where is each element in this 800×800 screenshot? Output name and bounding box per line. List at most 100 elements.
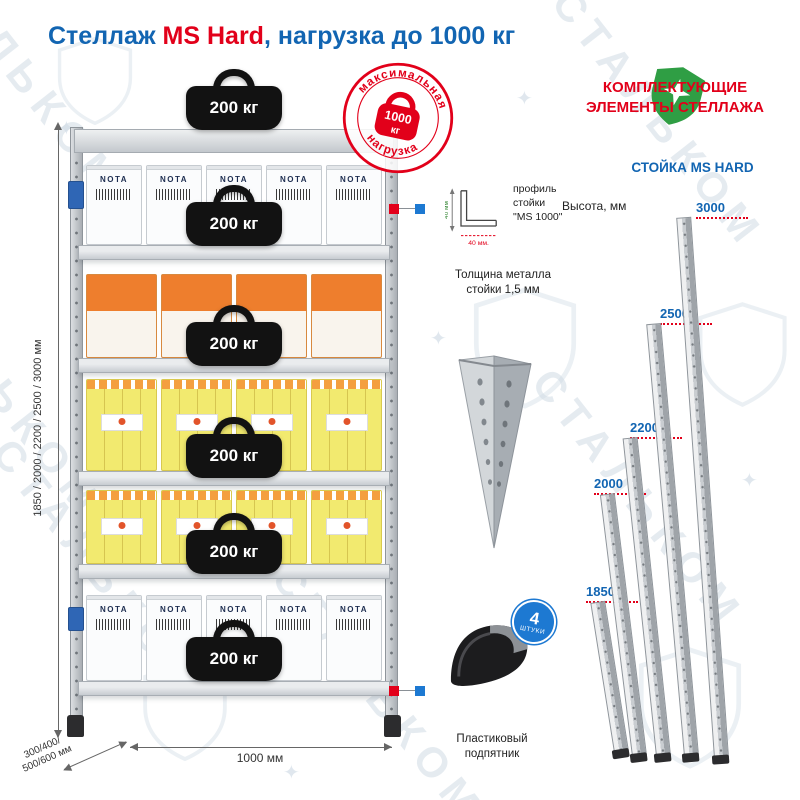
box-barcode: [95, 189, 133, 200]
rack-post-left: [70, 127, 83, 721]
profile-caption-line2: стойки: [513, 197, 546, 210]
paper-pack: [311, 490, 382, 564]
height-dimension-line: [58, 124, 59, 736]
stamp-kettlebell-body-icon: [374, 103, 420, 141]
box-brand-label: NOTA: [219, 175, 249, 184]
profile-caption: профиль стойки "MS 1000": [513, 182, 562, 225]
weight-badge: 200 кг: [186, 620, 282, 681]
box-brand-label: NOTA: [219, 605, 249, 614]
weight-badge-label: 200 кг: [186, 434, 282, 478]
marker-square-red: [389, 204, 399, 214]
box-brand-label: NOTA: [159, 605, 189, 614]
rack-foot: [384, 715, 401, 737]
paper-box: NOTA: [86, 595, 142, 681]
pack-label: [100, 414, 143, 432]
paper-box: NOTA: [326, 165, 382, 245]
pack-label: [250, 414, 293, 432]
quantity-unit: штуки: [519, 624, 546, 637]
pack-label: [100, 518, 143, 536]
post-height-label-3000: 3000: [696, 200, 748, 219]
components-heading-line2: ЭЛЕМЕНТЫ СТЕЛЛАЖА: [586, 98, 764, 116]
width-dimension-label: 1000 мм: [236, 751, 284, 765]
title-highlight: MS Hard: [162, 22, 264, 50]
max-load-stamp: максимальная нагрузка 1000 кг: [342, 57, 456, 174]
box-brand-label: NOTA: [339, 605, 369, 614]
rack-post-right: [385, 127, 398, 721]
kettlebell-handle-icon: [213, 185, 255, 205]
arrow-right-icon: [384, 743, 392, 751]
sparkle-icon: ✦: [516, 88, 533, 110]
profile-caption-line3: "MS 1000": [513, 211, 563, 224]
profile-dim-left: 40 мм: [445, 201, 450, 219]
orange-box: [86, 274, 157, 358]
box-barcode: [335, 619, 373, 630]
page-title: Стеллаж MS Hard, нагрузка до 1000 кг: [48, 22, 515, 51]
pack-stripe: [237, 491, 306, 500]
paper-pack: [311, 379, 382, 471]
paper-pack: [86, 490, 157, 564]
arrow-up-icon: [54, 122, 62, 130]
box-barcode: [155, 619, 193, 630]
weight-badge-label: 200 кг: [186, 637, 282, 681]
angle-post-image: [458, 355, 532, 549]
marker-line: [399, 208, 415, 209]
shelf: [78, 681, 390, 696]
pack-label: [175, 414, 218, 432]
box-brand-label: NOTA: [339, 175, 369, 184]
quantity-value: 4: [528, 608, 541, 629]
weight-badge: 200 кг: [186, 305, 282, 366]
marker-square-blue: [415, 204, 425, 214]
stamp-unit: кг: [390, 125, 401, 138]
weight-badge-label: 200 кг: [186, 86, 282, 130]
width-dimension-line: [130, 747, 392, 748]
sparkle-icon: ✦: [741, 470, 758, 492]
shelf: [78, 245, 390, 260]
box-brand-label: NOTA: [279, 605, 309, 614]
profile-dim-bottom: 40 мм.: [468, 240, 489, 247]
weight-badge: 200 кг: [186, 417, 282, 478]
box-barcode: [275, 189, 313, 200]
paper-pack: [86, 379, 157, 471]
weight-badge-label: 200 кг: [186, 202, 282, 246]
box-barcode: [155, 189, 193, 200]
pack-stripe: [162, 491, 231, 500]
plastic-foot-label: Пластиковый подпятник: [456, 733, 528, 760]
box-brand-label: NOTA: [99, 175, 129, 184]
post-sticker: [68, 181, 84, 209]
profile-caption-line1: профиль: [513, 183, 557, 195]
components-heading: КОМПЛЕКТУЮЩИЕ ЭЛЕМЕНТЫ СТЕЛЛАЖА: [555, 78, 795, 117]
kettlebell-handle-icon: [213, 69, 255, 89]
rack-top-panel: [74, 129, 394, 153]
weight-badge-label: 200 кг: [186, 322, 282, 366]
sparkle-icon: ✦: [283, 762, 300, 784]
height-dimension-label: 1850 / 2000 / 2200 / 2500 / 3000 мм: [32, 339, 44, 517]
paper-box: NOTA: [326, 595, 382, 681]
kettlebell-handle-icon: [213, 305, 255, 325]
shelving-rack: NOTA NOTA NOTA NOTA NOTA NOTA NOTA NOTA …: [67, 69, 401, 745]
paper-box: NOTA: [86, 165, 142, 245]
stamp-value: 1000: [383, 108, 413, 127]
box-barcode: [275, 619, 313, 630]
post-height-label-2000: 2000: [594, 476, 646, 495]
post-profile-figure: 40 мм 40 мм. профиль стойки "MS 1000": [443, 170, 605, 270]
weight-badge: 200 кг: [186, 69, 282, 130]
arrow-left-icon: [130, 743, 138, 751]
box-brand-label: NOTA: [99, 605, 129, 614]
box-barcode: [95, 619, 133, 630]
box-barcode: [335, 189, 373, 200]
title-part1: Стеллаж: [48, 22, 163, 50]
weight-badge: 200 кг: [186, 513, 282, 574]
post-height-label-1850: 1850: [586, 584, 638, 603]
pack-stripe: [87, 380, 156, 389]
pack-stripe: [237, 380, 306, 389]
title-part2: , нагрузка до 1000 кг: [263, 22, 516, 50]
box-brand-label: NOTA: [159, 175, 189, 184]
height-column-label: Высота, мм: [562, 199, 627, 213]
arrow-down-icon: [54, 730, 62, 738]
kettlebell-handle-icon: [213, 513, 255, 533]
components-heading-line1: КОМПЛЕКТУЮЩИЕ: [602, 79, 748, 96]
thickness-note: Толщина металла стойки 1,5 мм: [454, 269, 552, 296]
post-section-title: СТОЙКА MS HARD: [631, 160, 754, 175]
pack-stripe: [162, 380, 231, 389]
sparkle-icon: ✦: [430, 328, 447, 350]
